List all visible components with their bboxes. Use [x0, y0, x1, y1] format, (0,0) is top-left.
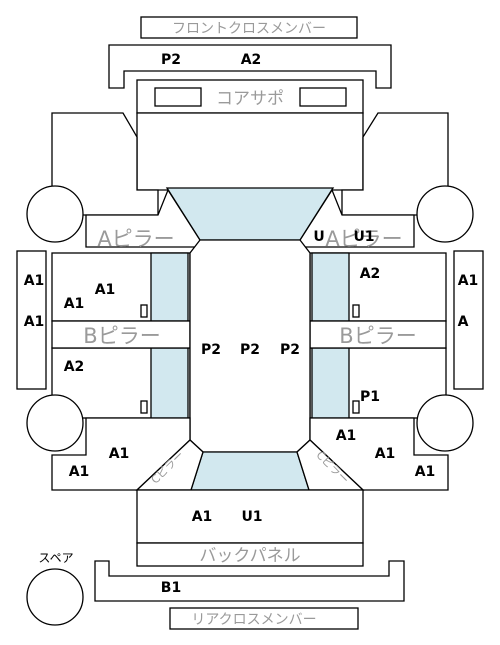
left-rear-fender-code-lower: A1 [69, 464, 90, 480]
left-b-pillar [51, 320, 191, 349]
right-rear-fender-code-mid: A1 [375, 446, 396, 462]
right-a-pillar-label: Aピラー [325, 227, 402, 251]
roof-code-right: P2 [280, 342, 300, 358]
hood [136, 112, 364, 191]
trunk-lid [136, 489, 364, 544]
roof-code-center: P2 [240, 342, 260, 358]
right-b-pillar-label: Bピラー [339, 324, 416, 348]
left-side-outer-code-bottom: A1 [24, 314, 45, 330]
spare-wheel [26, 568, 84, 626]
left-headlight [154, 87, 202, 107]
left-front-door-code-upper: A1 [95, 282, 116, 298]
left-rear-window [150, 347, 189, 419]
rear-cross-member-box [169, 607, 359, 630]
right-rear-window [311, 347, 350, 419]
right-side-outer [453, 250, 484, 390]
right-rear-fender-code-upper: A1 [336, 428, 357, 444]
left-front-window [150, 252, 189, 322]
right-front-wheel [416, 185, 474, 243]
trunk-code-a1: A1 [192, 509, 213, 525]
rear-bumper [94, 560, 405, 602]
right-rear-wheel [416, 394, 474, 452]
rear-cross-member-label: リアクロスメンバー [191, 612, 316, 628]
back-panel [136, 542, 364, 567]
right-side-outer-code-top: A1 [458, 273, 479, 289]
front-bumper-code-p2: P2 [161, 52, 181, 68]
left-a-pillar-label: Aピラー [97, 227, 174, 251]
left-rear-wheel [26, 394, 84, 452]
spare-label: スペア [38, 551, 73, 565]
right-front-door-handle [352, 304, 360, 318]
rear-bumper-code-b1: B1 [161, 580, 181, 596]
right-a-pillar-code-u1: U1 [353, 229, 374, 245]
right-rear-door-handle [352, 400, 360, 414]
trunk-code-u1: U1 [241, 509, 262, 525]
left-front-door-handle [140, 304, 148, 318]
right-rear-door-code: P1 [360, 389, 380, 405]
core-support-label: コアサポ [216, 89, 284, 109]
left-b-pillar-label: Bピラー [83, 324, 160, 348]
back-panel-label: バックパネル [199, 546, 300, 566]
right-side-outer-code-bottom: A [458, 314, 469, 330]
right-front-window [311, 252, 350, 322]
front-bumper [108, 44, 392, 89]
right-rear-fender-code-lower: A1 [415, 464, 436, 480]
left-rear-fender-code-upper: A1 [109, 446, 130, 462]
front-cross-member-label: フロントクロスメンバー [172, 21, 326, 37]
left-front-door-code-lower: A1 [64, 296, 85, 312]
right-front-door-code: A2 [360, 266, 381, 282]
front-cross-member-box [140, 16, 358, 39]
right-headlight [299, 87, 347, 107]
right-a-pillar-code-u: U [313, 229, 324, 245]
left-side-outer [16, 250, 47, 390]
roof-code-left: P2 [201, 342, 221, 358]
left-rear-door-handle [140, 400, 148, 414]
left-front-wheel [26, 185, 84, 243]
rear-window [190, 451, 310, 491]
left-side-outer-code-top: A1 [24, 273, 45, 289]
left-rear-door-code: A2 [64, 359, 85, 375]
right-b-pillar [309, 320, 447, 349]
front-bumper-code-a2: A2 [241, 52, 262, 68]
